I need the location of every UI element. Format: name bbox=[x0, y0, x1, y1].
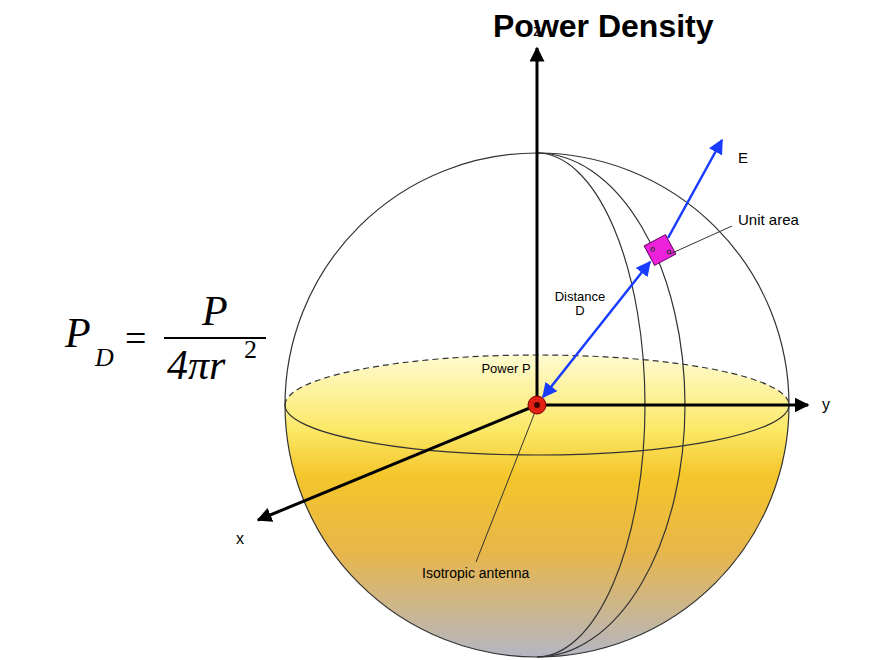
y-axis bbox=[537, 404, 808, 407]
distance-label: Distance D bbox=[552, 290, 608, 319]
formula-denominator: 4πr bbox=[167, 342, 225, 388]
power-label: Power P bbox=[481, 362, 531, 376]
leader-line bbox=[476, 412, 535, 562]
antenna-core bbox=[534, 402, 540, 408]
z-axis bbox=[536, 48, 539, 405]
antenna-label: Isotropic antenna bbox=[422, 566, 529, 581]
unit-area-patch bbox=[644, 235, 676, 266]
formula-exponent: 2 bbox=[244, 336, 257, 365]
formula-equals: = bbox=[125, 318, 146, 360]
axis-label: y bbox=[822, 396, 830, 414]
hemisphere-fill bbox=[285, 355, 789, 657]
callout-label: Unit area bbox=[738, 212, 799, 229]
axis-label: x bbox=[236, 530, 244, 548]
x-axis bbox=[258, 405, 537, 520]
axis-label: z bbox=[533, 22, 541, 40]
field-arrow bbox=[668, 140, 722, 238]
field-label: E bbox=[738, 150, 748, 167]
formula-numerator: P bbox=[202, 288, 228, 334]
antenna-dot bbox=[528, 396, 546, 414]
leader-line bbox=[670, 226, 732, 254]
formula-symbol: P bbox=[65, 310, 91, 356]
diagram-title: Power Density bbox=[493, 8, 714, 45]
formula-subscript: D bbox=[95, 344, 114, 373]
distance-arrow bbox=[543, 262, 650, 397]
